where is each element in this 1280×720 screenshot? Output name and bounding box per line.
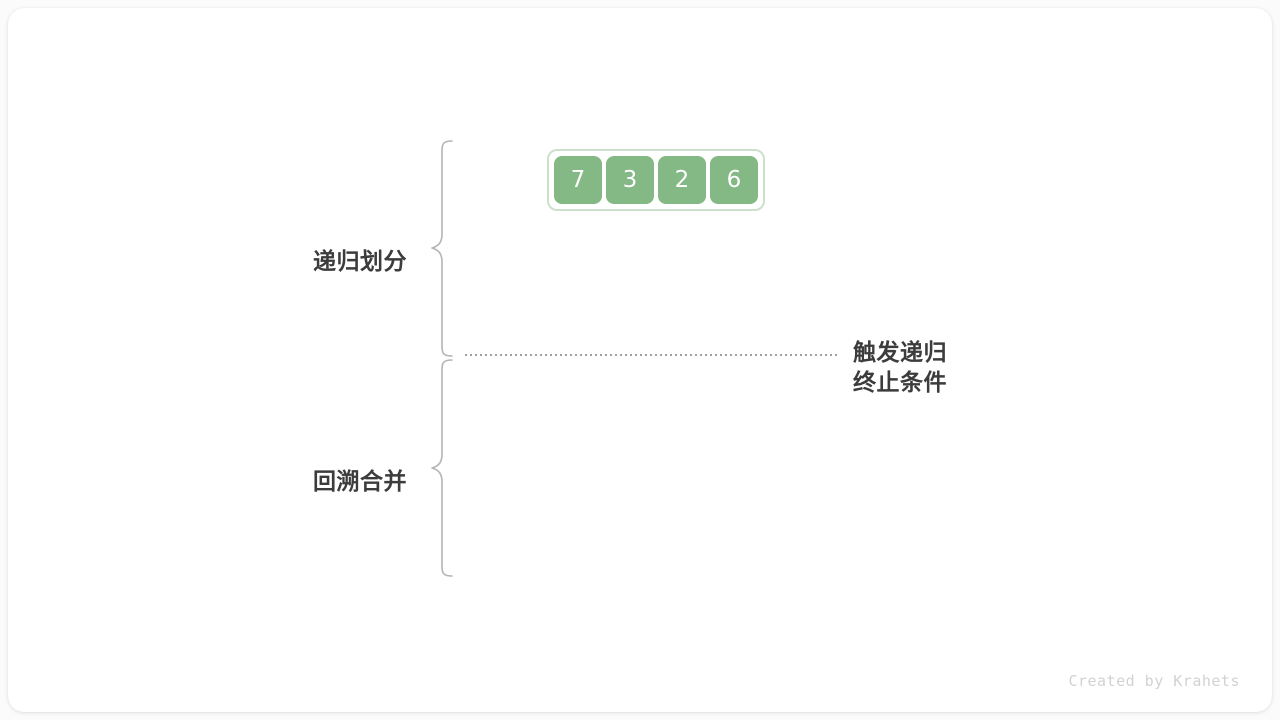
label-recursive-divide: 递归划分 [313, 249, 407, 275]
diagram-card: 7 3 2 6 递归划分 回溯合并 触发递归 终止条件 Created by K… [8, 8, 1272, 712]
brace-and-divider-layer [431, 140, 837, 577]
label-terminate-condition: 触发递归 终止条件 [853, 338, 947, 398]
array-cell: 3 [606, 156, 654, 204]
watermark-credit: Created by Krahets [1068, 672, 1240, 690]
label-backtrack-merge: 回溯合并 [313, 469, 407, 495]
array-cell: 7 [554, 156, 602, 204]
brace-divide-icon [431, 140, 453, 357]
label-terminate-line2: 终止条件 [853, 370, 947, 396]
array-cell: 2 [658, 156, 706, 204]
array-cell: 6 [710, 156, 758, 204]
label-terminate-line1: 触发递归 [853, 340, 947, 366]
array-container: 7 3 2 6 [547, 149, 765, 211]
brace-merge-icon [431, 359, 453, 577]
